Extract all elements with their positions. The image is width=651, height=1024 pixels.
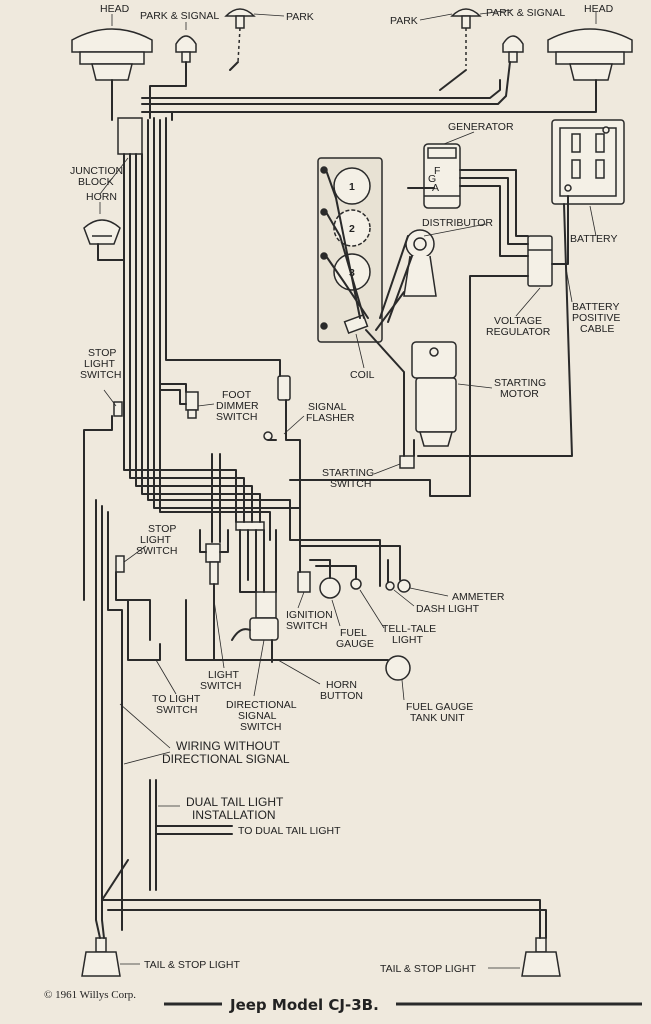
label-park-left: PARK <box>286 11 314 23</box>
starting-motor <box>411 341 457 447</box>
label-park-right: PARK <box>390 15 418 27</box>
generator <box>423 143 461 209</box>
park-lamp-right <box>450 8 482 66</box>
label-cyl-2: 2 <box>349 223 355 235</box>
label-wiring-without-directional: WIRING WITHOUT DIRECTIONAL SIGNAL <box>162 739 290 766</box>
label-stop-light-switch-upper: STOP LIGHT SWITCH <box>80 347 121 381</box>
wiring-harness <box>83 61 597 939</box>
engine-block <box>317 157 383 343</box>
stop-light-switch-lower <box>115 555 125 573</box>
label-battery: BATTERY <box>570 233 617 245</box>
label-ammeter: AMMETER <box>452 591 505 603</box>
label-ignition-switch: IGNITION SWITCH <box>286 609 336 632</box>
label-dash-light: DASH LIGHT <box>416 603 480 615</box>
label-horn-button: HORN BUTTON <box>320 679 363 702</box>
label-to-dual-tail-light: TO DUAL TAIL LIGHT <box>238 825 341 837</box>
ignition-coil <box>343 313 369 335</box>
label-fuel-gauge: FUEL GAUGE <box>336 627 374 650</box>
label-generator: GENERATOR <box>448 121 514 133</box>
label-signal-flasher: SIGNAL FLASHER <box>306 401 355 424</box>
tail-stop-light-right <box>521 937 561 977</box>
fuel-gauge-tank-unit <box>385 655 411 681</box>
label-junction-block: JUNCTION BLOCK <box>70 165 126 188</box>
label-cyl-1: 1 <box>349 181 355 193</box>
park-lamp-left <box>224 8 256 63</box>
distributor <box>403 229 437 297</box>
label-starting-motor: STARTING MOTOR <box>494 377 549 400</box>
label-coil: COIL <box>350 369 375 381</box>
label-fuel-gauge-tank-unit: FUEL GAUGE TANK UNIT <box>406 701 476 724</box>
head-lamp-left <box>71 28 153 81</box>
label-battery-positive-cable: BATTERY POSITIVE CABLE <box>572 301 623 335</box>
park-signal-lamp-left <box>175 35 197 63</box>
label-head-left: HEAD <box>100 3 130 15</box>
copyright-notice: © 1961 Willys Corp. <box>44 989 136 1001</box>
tail-stop-light-left <box>81 937 121 977</box>
label-tell-tale-light: TELL-TALE LIGHT <box>382 623 439 646</box>
label-gen-a: A <box>432 182 439 194</box>
label-directional-signal-switch: DIRECTIONAL SIGNAL SWITCH <box>226 699 299 733</box>
label-tail-stop-left: TAIL & STOP LIGHT <box>144 959 240 971</box>
label-to-light-switch: TO LIGHT SWITCH <box>152 693 203 716</box>
label-foot-dimmer-switch: FOOT DIMMER SWITCH <box>216 389 262 423</box>
label-starting-switch: STARTING SWITCH <box>322 467 377 490</box>
footer: © 1961 Willys Corp. Jeep Model CJ-3B. <box>44 989 642 1014</box>
junction-block <box>117 117 143 155</box>
label-tail-stop-right: TAIL & STOP LIGHT <box>380 963 476 975</box>
label-park-signal-right: PARK & SIGNAL <box>486 7 565 19</box>
starting-switch <box>399 455 415 469</box>
label-gen-f: F <box>434 165 440 177</box>
head-lamp-right <box>547 28 633 81</box>
voltage-regulator <box>527 235 553 287</box>
label-cyl-3: 3 <box>349 267 355 279</box>
label-distributor: DISTRIBUTOR <box>422 217 493 229</box>
label-stop-light-switch-lower: STOP LIGHT SWITCH <box>136 523 179 557</box>
label-horn: HORN <box>86 191 117 203</box>
label-park-signal-left: PARK & SIGNAL <box>140 10 219 22</box>
label-dual-tail-light-installation: DUAL TAIL LIGHT INSTALLATION <box>186 795 287 822</box>
labels: HEAD PARK & SIGNAL PARK PARK PARK & SIGN… <box>70 3 623 975</box>
diagram-title: Jeep Model CJ-3B. <box>229 996 379 1014</box>
label-voltage-regulator: VOLTAGE REGULATOR <box>486 315 551 338</box>
park-signal-lamp-right <box>502 35 524 63</box>
horn <box>83 219 121 245</box>
label-gen-g: G <box>428 173 436 185</box>
leader-lines <box>99 9 597 969</box>
battery <box>551 119 625 205</box>
label-head-right: HEAD <box>584 3 614 15</box>
foot-dimmer-switch <box>185 391 199 419</box>
stop-light-switch-upper <box>113 401 123 417</box>
label-light-switch: LIGHT SWITCH <box>200 669 242 692</box>
